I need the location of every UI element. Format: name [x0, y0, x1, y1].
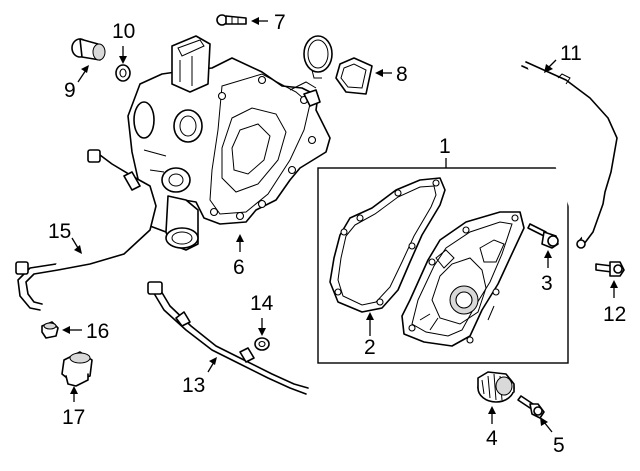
- arrow-12: [610, 280, 618, 288]
- hose-15: [15, 149, 157, 311]
- callout-1: 1: [439, 135, 451, 158]
- plug-9: [71, 38, 106, 61]
- pipe-13: [147, 281, 309, 395]
- arrow-14: [258, 328, 266, 336]
- pipe-11: [521, 61, 618, 249]
- callout-12: 12: [603, 303, 626, 326]
- callout-11: 11: [560, 42, 582, 65]
- callout-14: 14: [250, 292, 274, 315]
- washer-14: [254, 337, 270, 351]
- callout-7: 7: [274, 11, 286, 34]
- arrow-7: [251, 17, 259, 25]
- water-pump-assembly-box: [317, 167, 569, 364]
- thermostat-housing: [127, 35, 331, 251]
- callout-2: 2: [364, 336, 376, 359]
- arrow-17: [70, 386, 78, 394]
- bolt-3: [527, 223, 559, 249]
- water-pump: [401, 211, 525, 347]
- arrow-5: [540, 417, 548, 426]
- pump-gasket: [329, 177, 446, 313]
- arrow-11: [544, 64, 553, 73]
- arrow-4: [488, 406, 496, 414]
- bolt-7: [216, 14, 247, 26]
- washer-10: [115, 64, 131, 82]
- arrow-9: [81, 65, 89, 73]
- bolt-5: [517, 395, 545, 419]
- arrow-15: [74, 245, 82, 254]
- callout-5: 5: [553, 434, 565, 457]
- callout-16: 16: [86, 320, 109, 343]
- arrow-2: [366, 312, 374, 320]
- leader-5: [543, 421, 553, 433]
- pulley-4: [477, 371, 515, 403]
- leader-9: [77, 69, 87, 83]
- callout-8: 8: [396, 63, 408, 86]
- arrow-13: [209, 357, 217, 365]
- callout-6: 6: [233, 256, 245, 279]
- arrow-6: [236, 234, 244, 242]
- arrow-3: [544, 250, 552, 258]
- arrow-8: [375, 69, 383, 77]
- callout-17: 17: [62, 406, 85, 429]
- seal-8: [303, 35, 373, 95]
- cap-16: [41, 321, 59, 339]
- plug-17: [61, 351, 93, 387]
- callout-13: 13: [182, 374, 205, 397]
- bolt-12: [595, 261, 625, 277]
- arrow-16: [62, 326, 70, 334]
- callout-4: 4: [486, 427, 498, 450]
- leader-15: [71, 237, 79, 249]
- arrow-10: [119, 56, 127, 64]
- callout-9: 9: [64, 79, 76, 102]
- callout-10: 10: [112, 20, 135, 43]
- callout-3: 3: [541, 272, 553, 295]
- callout-15: 15: [48, 220, 71, 243]
